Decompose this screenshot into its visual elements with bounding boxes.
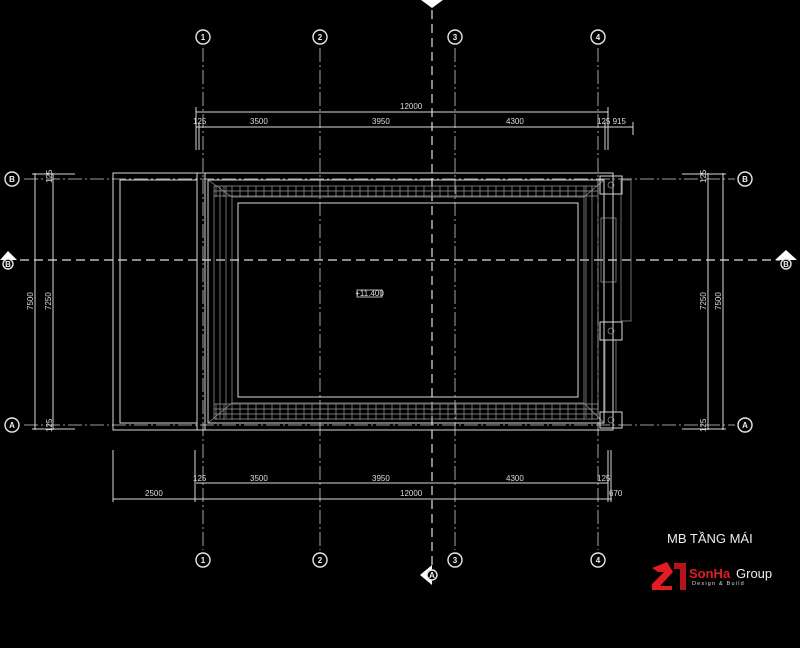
section-markers: B B A [0, 0, 797, 585]
drawing-title: MB TẦNG MÁI [667, 531, 753, 546]
dim-left-outer: 7500 [26, 292, 35, 310]
dim-right-bottom: 125 [699, 418, 708, 432]
logo-tagline: Design & Build [692, 581, 745, 587]
grid-label: 2 [318, 556, 323, 565]
grid-label: 4 [596, 556, 601, 565]
dim-top-overall: 12000 [400, 102, 423, 111]
dim-bottom-seg: 125 [597, 474, 611, 483]
dim-top-seg: 3950 [372, 117, 390, 126]
grid-label: A [742, 421, 748, 430]
dim-left-inner: 7250 [44, 292, 53, 310]
dim-right-inner: 7250 [699, 292, 708, 310]
section-label: B [783, 260, 789, 269]
grid-label: 1 [201, 33, 206, 42]
dim-left-top: 125 [45, 169, 54, 183]
dim-top-seg: 125 915 [597, 117, 626, 126]
dimensions-right: 7250 7500 125 125 [682, 169, 726, 432]
dim-bottom-seg: 4300 [506, 474, 524, 483]
building-outline [112, 172, 632, 431]
dim-bottom-left: 2500 [145, 489, 163, 498]
grid-label: 3 [453, 33, 458, 42]
dim-top-seg: 3500 [250, 117, 268, 126]
grid-label: 3 [453, 556, 458, 565]
dimensions-bottom: 125 3500 3950 4300 125 2500 12000 670 [112, 450, 623, 502]
grid-label: B [742, 175, 748, 184]
dim-top-seg: 125 [193, 117, 207, 126]
dim-bottom-seg: 3500 [250, 474, 268, 483]
grid-label: 4 [596, 33, 601, 42]
section-label: A [429, 571, 435, 580]
grid-axes [20, 10, 780, 565]
dim-top-seg: 4300 [506, 117, 524, 126]
dim-bottom-seg: 125 [193, 474, 207, 483]
elevation-label: +11.400 [355, 289, 384, 298]
dim-bottom-seg: 3950 [372, 474, 390, 483]
dim-left-bottom: 125 [45, 418, 54, 432]
roof-tile-pattern [213, 185, 599, 420]
dim-right-top: 125 [699, 169, 708, 183]
logo-brand: SonHa [689, 566, 731, 581]
dimensions-left: 7500 7250 125 125 [26, 169, 75, 432]
grid-label: A [9, 421, 15, 430]
section-label: B [5, 260, 11, 269]
grid-label: B [9, 175, 15, 184]
grid-label: 2 [318, 33, 323, 42]
grid-bubbles: 1 2 3 4 1 2 3 4 B A B A [4, 29, 753, 568]
logo-group: Group [736, 566, 772, 581]
dim-bottom-overall: 12000 [400, 489, 423, 498]
elevation-tag: +11.400 [355, 289, 384, 298]
dim-bottom-right: 670 [609, 489, 623, 498]
grid-label: 1 [201, 556, 206, 565]
dim-right-outer: 7500 [714, 292, 723, 310]
sonha-logo: SonHa Group Design & Build [652, 562, 772, 590]
dimensions-top: 12000 125 3500 3950 4300 125 915 [193, 102, 634, 150]
